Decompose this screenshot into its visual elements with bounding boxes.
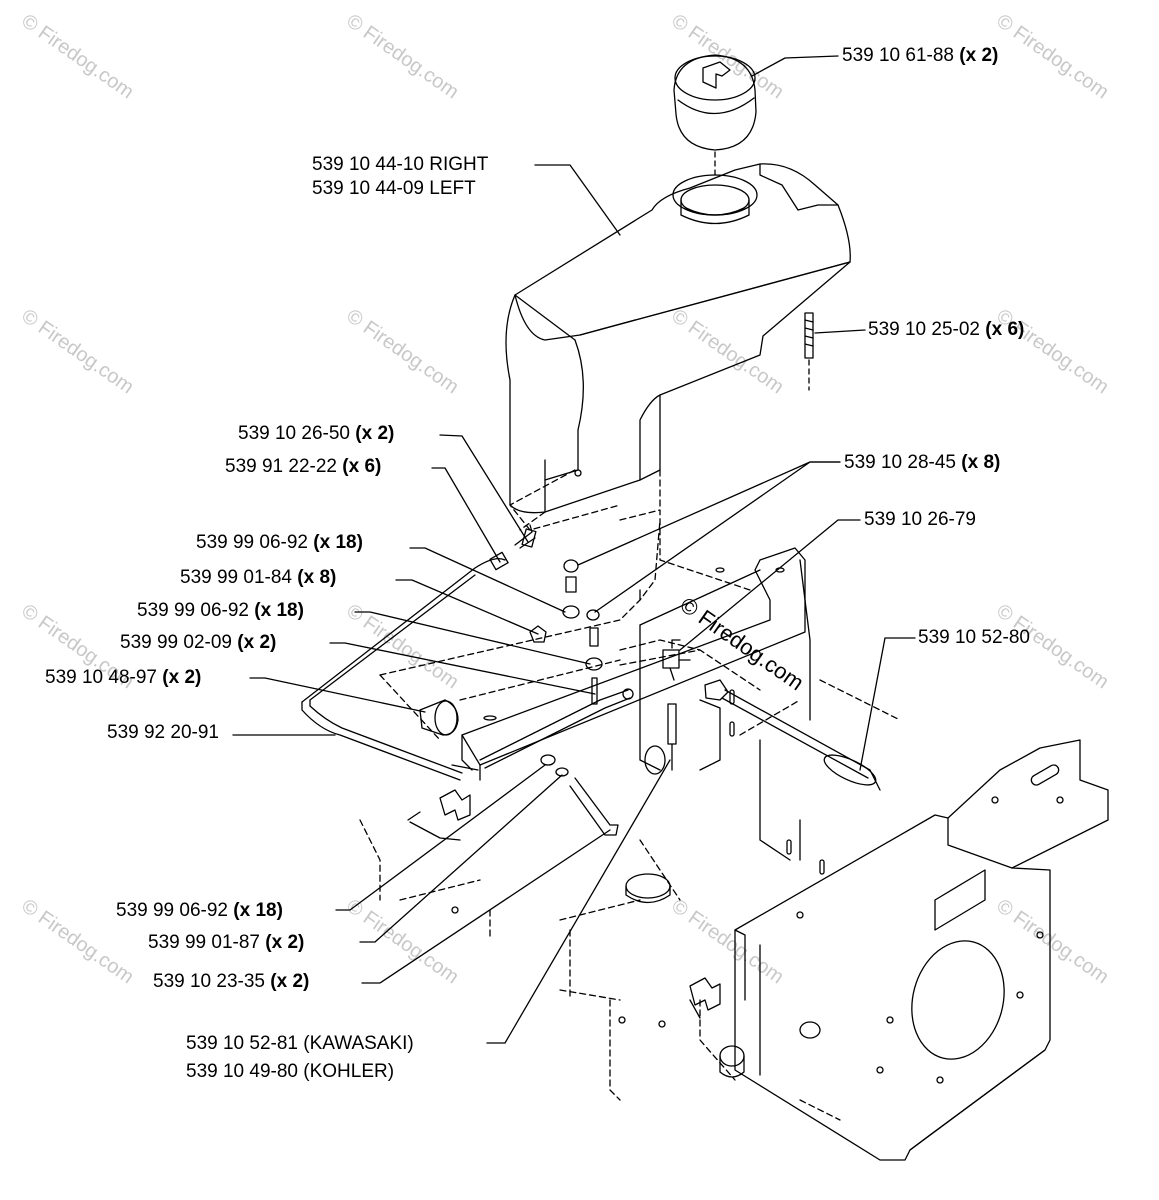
label-grommet: 539 10 28-45 (x 8): [844, 452, 1000, 474]
part-number: 539 10 48-97: [45, 667, 157, 688]
label-bolt-b: 539 10 23-35 (x 2): [153, 971, 309, 993]
quantity: (x 18): [233, 900, 283, 921]
label-filter: 539 10 48-97 (x 2): [45, 667, 201, 689]
quantity: (x 2): [237, 632, 277, 653]
part-number: 539 99 06-92: [116, 900, 228, 921]
fuel-line: [301, 524, 537, 781]
leader-lines: [232, 55, 916, 1044]
tank-mount-plate: [461, 547, 806, 781]
part-number: 539 10 49-80 (KOHLER): [186, 1061, 395, 1082]
label-tank-right: 539 10 44-10 RIGHT: [312, 154, 488, 176]
part-number: 539 99 06-92: [137, 600, 249, 621]
quantity: (x 2): [959, 45, 999, 66]
quantity: (x 6): [342, 456, 382, 477]
frame-center-panel: [625, 559, 825, 904]
part-number: 539 10 44-10 RIGHT: [312, 154, 489, 175]
quantity: (x 8): [961, 452, 1001, 473]
label-fuel-line: 539 92 20-91: [107, 722, 219, 744]
part-number: 539 10 28-45: [844, 452, 956, 473]
part-number: 539 10 52-80: [918, 627, 1030, 648]
label-washer-a: 539 99 06-92 (x 18): [196, 532, 363, 554]
fuel-tank: [505, 163, 851, 514]
quantity: (x 2): [355, 423, 395, 444]
quantity: (x 8): [297, 567, 337, 588]
part-number: 539 10 23-35: [153, 971, 265, 992]
label-line-kohler: 539 10 49-80 (KOHLER): [186, 1061, 394, 1083]
label-hose: 539 10 52-80: [918, 627, 1030, 649]
part-number: 539 99 01-87: [148, 932, 260, 953]
part-number: 539 10 44-09 LEFT: [312, 178, 476, 199]
pivot-shaft: [451, 688, 634, 836]
part-number: 539 91 22-22: [225, 456, 337, 477]
label-clamp: 539 91 22-22 (x 6): [225, 456, 381, 478]
label-stud: 539 10 25-02 (x 6): [868, 319, 1024, 341]
part-number: 539 99 02-09: [120, 632, 232, 653]
part-number: 539 99 01-84: [180, 567, 292, 588]
part-number: 539 10 26-50: [238, 423, 350, 444]
part-number: 539 10 52-81 (KAWASAKI): [186, 1033, 414, 1054]
quantity: (x 2): [270, 971, 310, 992]
quantity: (x 18): [313, 532, 363, 553]
quantity: (x 2): [162, 667, 202, 688]
hardware-stack: [529, 559, 603, 705]
frame-outline-dashed: [359, 469, 901, 1121]
part-number: 539 99 06-92: [196, 532, 308, 553]
mounting-stud: [804, 312, 814, 391]
label-washer-c: 539 99 06-92 (x 18): [116, 900, 283, 922]
quantity: (x 6): [985, 319, 1025, 340]
frame-side-panel: [734, 739, 1109, 1161]
label-washer-b: 539 99 06-92 (x 18): [137, 600, 304, 622]
label-nut-a: 539 99 01-84 (x 8): [180, 567, 336, 589]
part-number: 539 10 26-79: [864, 509, 976, 530]
label-tank-left: 539 10 44-09 LEFT: [312, 178, 476, 200]
label-valve: 539 10 26-79: [864, 509, 976, 531]
bracket-clip: [407, 789, 821, 1078]
part-number: 539 10 61-88: [842, 45, 954, 66]
label-fitting: 539 10 26-50 (x 2): [238, 423, 394, 445]
shutoff-valve: [662, 639, 881, 791]
part-number: 539 10 25-02: [868, 319, 980, 340]
label-nut-b: 539 99 01-87 (x 2): [148, 932, 304, 954]
label-line-kawasaki: 539 10 52-81 (KAWASAKI): [186, 1033, 414, 1055]
fuel-cap: [673, 54, 757, 151]
quantity: (x 2): [265, 932, 305, 953]
fuel-filter: [419, 699, 459, 736]
part-number: 539 92 20-91: [107, 722, 219, 743]
label-bolt-a: 539 99 02-09 (x 2): [120, 632, 276, 654]
label-fuel-cap: 539 10 61-88 (x 2): [842, 45, 998, 67]
quantity: (x 18): [254, 600, 304, 621]
